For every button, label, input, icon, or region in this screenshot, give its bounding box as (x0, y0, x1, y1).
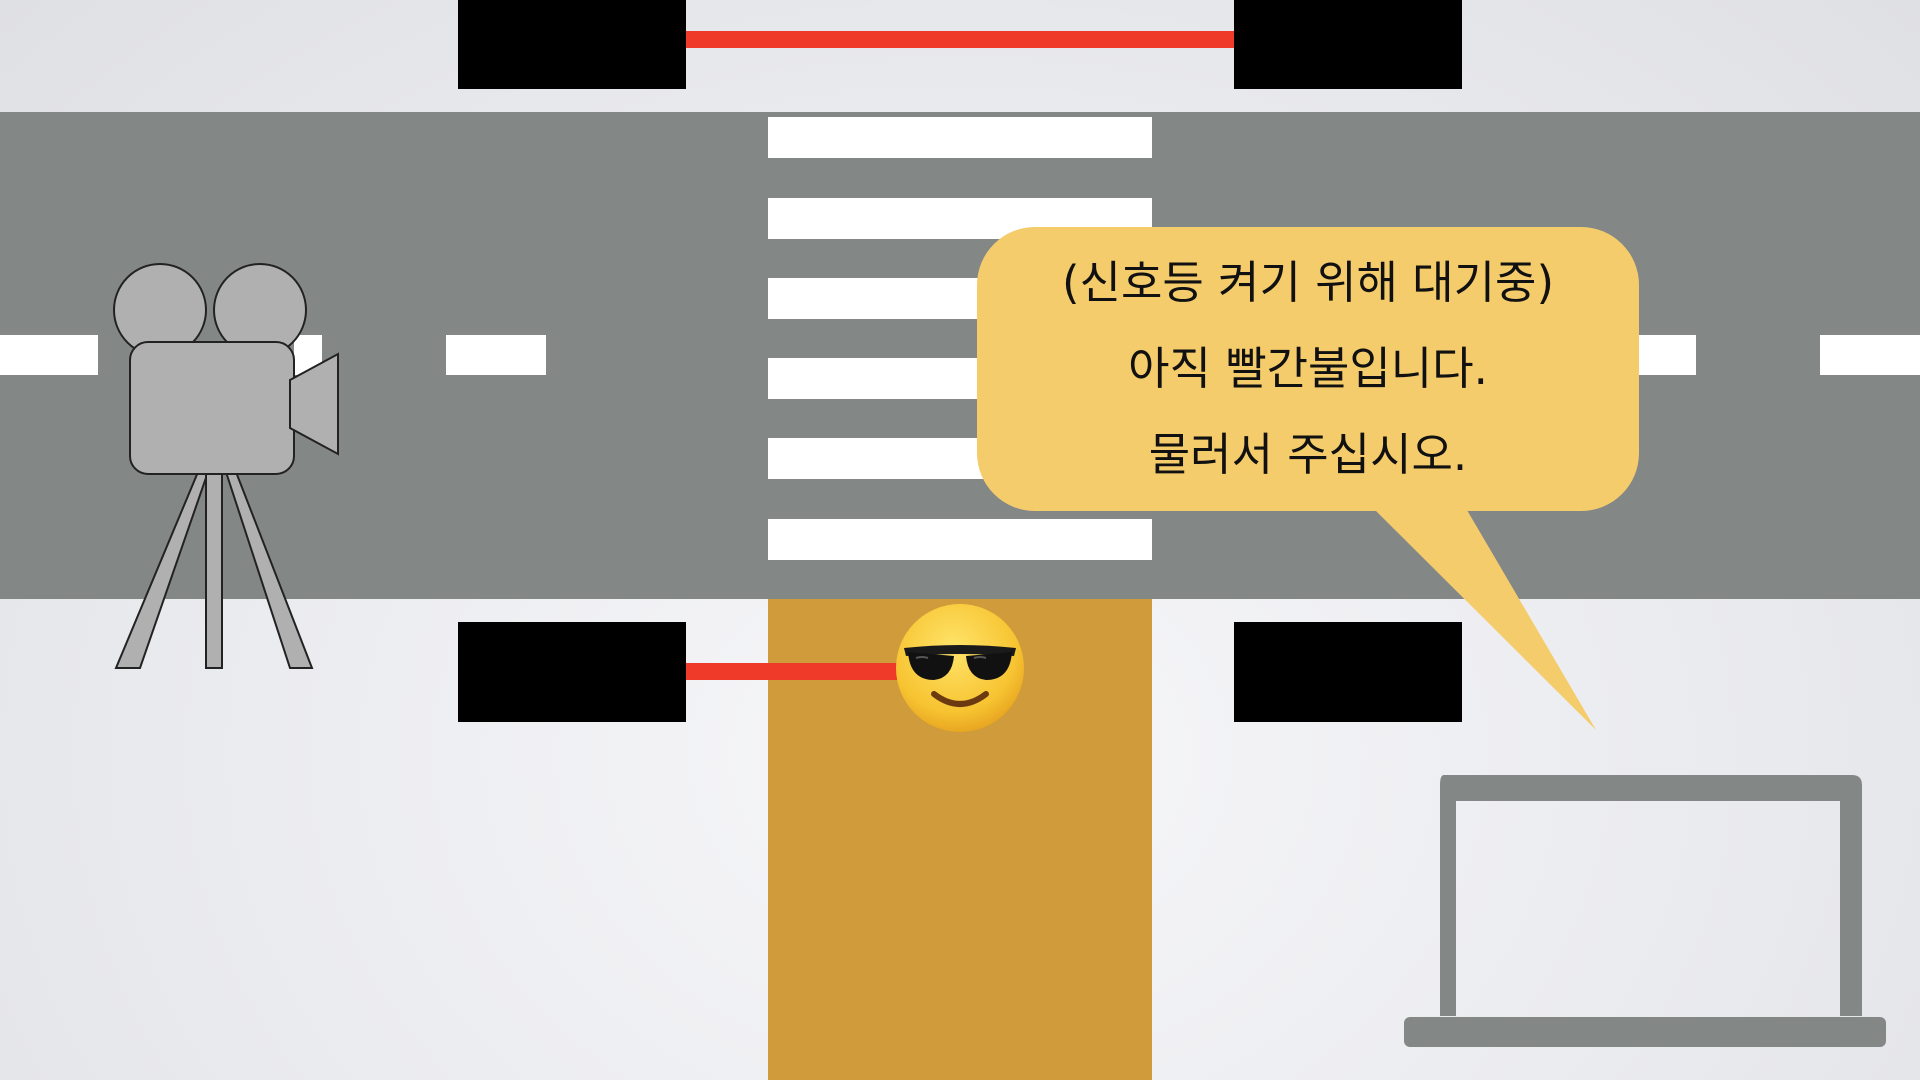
laptop-icon (1404, 775, 1886, 1047)
bottom-gate-left-post (458, 622, 686, 722)
speech-bubble: (신호등 켜기 위해 대기중) 아직 빨간불입니다. 물러서 주십시오. (977, 227, 1639, 511)
bubble-line-2: 아직 빨간불입니다. (1128, 342, 1488, 395)
bottom-gate-right-post (1234, 622, 1462, 722)
crosswalk-stripe (768, 519, 1152, 560)
bubble-line-1: (신호등 켜기 위해 대기중) (1061, 256, 1555, 309)
lane-dash (0, 335, 98, 375)
top-gate-barrier (686, 31, 1234, 48)
movie-camera-icon (113, 263, 339, 669)
lane-dash (1638, 335, 1696, 375)
bottom-gate-barrier (686, 663, 900, 680)
lane-dash (1820, 335, 1920, 375)
top-gate-right-post (1234, 0, 1462, 89)
bubble-line-3: 물러서 주십시오. (1148, 428, 1468, 481)
sunglasses-face-emoji-icon (896, 604, 1024, 732)
lane-dash (446, 335, 546, 375)
crosswalk-stripe (768, 117, 1152, 158)
top-gate-left-post (458, 0, 686, 89)
